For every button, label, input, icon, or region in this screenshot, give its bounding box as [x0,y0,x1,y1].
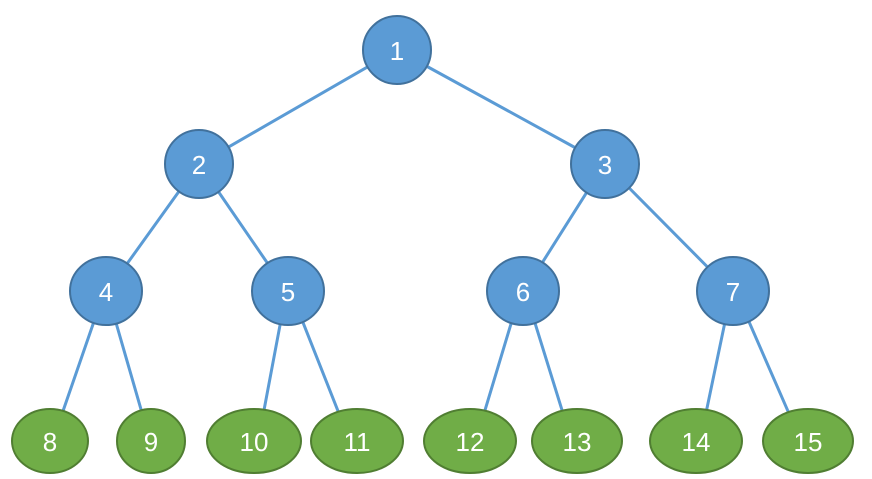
leaf-node-8: 8 [11,408,89,474]
edges-layer [60,63,791,417]
node-label-5: 5 [281,277,295,307]
node-shape-10 [206,408,302,474]
node-shape-14 [649,408,743,474]
node-label-13: 13 [563,427,592,457]
node-label-8: 8 [43,427,57,457]
node-shape-8 [11,408,89,474]
tree-node-7: 7 [696,256,770,326]
node-shape-12 [423,408,517,474]
edge-4-9 [114,319,144,415]
tree-node-4: 4 [69,256,143,326]
node-label-1: 1 [390,36,404,66]
tree-node-1: 1 [362,15,432,85]
node-shape-1 [362,15,432,85]
leaf-node-12: 12 [423,408,517,474]
edge-5-11 [300,317,341,416]
leaf-node-13: 13 [531,408,623,474]
edge-3-6 [539,188,590,267]
edge-2-4 [124,187,182,268]
node-label-3: 3 [598,150,612,180]
node-label-4: 4 [99,277,113,307]
node-label-11: 11 [344,427,371,457]
edge-6-13 [532,318,565,415]
tree-node-2: 2 [164,129,234,199]
edge-7-14 [704,319,727,414]
tree-node-5: 5 [251,256,325,326]
node-shape-6 [486,256,560,326]
leaf-node-14: 14 [649,408,743,474]
edge-6-12 [482,319,514,415]
edge-4-8 [60,318,96,415]
node-label-2: 2 [192,150,206,180]
node-shape-9 [116,408,186,474]
tree-node-6: 6 [486,256,560,326]
leaf-node-9: 9 [116,408,186,474]
node-label-15: 15 [794,427,823,457]
node-label-6: 6 [516,277,530,307]
edge-5-10 [262,320,283,414]
node-shape-4 [69,256,143,326]
node-label-14: 14 [682,427,711,457]
edge-2-5 [215,188,271,267]
leaf-node-15: 15 [762,408,854,474]
node-shape-5 [251,256,325,326]
node-label-10: 10 [240,427,269,457]
leaf-node-10: 10 [206,408,302,474]
node-shape-7 [696,256,770,326]
edge-3-7 [625,184,711,271]
edge-1-2 [224,64,372,150]
leaf-node-11: 11 [310,408,404,474]
node-shape-15 [762,408,854,474]
node-label-12: 12 [456,427,485,457]
node-shape-3 [570,129,640,199]
node-shape-11 [310,408,404,474]
tree-node-3: 3 [570,129,640,199]
edge-7-15 [746,317,791,417]
node-label-9: 9 [144,427,158,457]
node-shape-13 [531,408,623,474]
node-shape-2 [164,129,234,199]
node-label-7: 7 [726,277,740,307]
edge-1-3 [422,63,580,151]
